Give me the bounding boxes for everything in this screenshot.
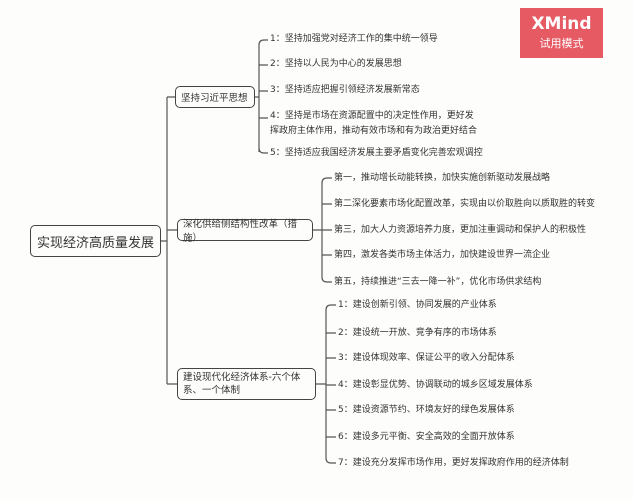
subtopic[interactable]: 第五，持续推进“三去一降一补”，优化市场供求结构 — [334, 277, 542, 287]
xmind-trial-watermark: XMind 试用模式 — [520, 8, 603, 58]
subtopic[interactable]: 7：建设充分发挥市场作用，更好发挥政府作用的经济体制 — [338, 458, 569, 468]
subtopic[interactable]: 第一，推动增长动能转换，加快实施创新驱动发展战略 — [334, 173, 551, 183]
branch-topic-1[interactable]: 坚持习近平思想 — [175, 86, 255, 108]
branch-label-line2: 系、一个体制 — [183, 385, 241, 396]
branch-label: 深化供给侧结构性改革（措施） — [183, 219, 298, 244]
subtopic[interactable]: 1：建设创新引领、协同发展的产业体系 — [338, 300, 497, 310]
subtopic[interactable]: 5：坚持适应我国经济发展主要矛盾变化完善宏观调控 — [270, 148, 483, 158]
subtopic-continued[interactable]: 挥政府主体作用，推动有效市场和有为政治更好结合 — [270, 126, 478, 136]
subtopic[interactable]: 3：建设体现效率、保证公平的收入分配体系 — [338, 353, 515, 363]
branch-topic-3[interactable]: 建设现代化经济体系-六个体系、一个体制 — [177, 368, 316, 400]
root-topic[interactable]: 实现经济高质量发展 — [30, 225, 161, 257]
watermark-mode: 试用模式 — [539, 37, 584, 50]
subtopic[interactable]: 3：坚持适应把握引领经济发展新常态 — [270, 85, 420, 95]
watermark-brand: XMind — [531, 14, 592, 34]
branch-label: 建设现代化经济体系-六个体 — [183, 372, 301, 383]
subtopic[interactable]: 4：坚持是市场在资源配置中的决定性作用，更好发 — [270, 111, 474, 121]
subtopic[interactable]: 2：建设统一开放、竞争有序的市场体系 — [338, 328, 497, 338]
subtopic[interactable]: 第二深化要素市场化配置改革，实现由以价取胜向以质取胜的转变 — [334, 199, 596, 209]
subtopic[interactable]: 2：坚持以人民为中心的发展思想 — [270, 59, 402, 69]
subtopic[interactable]: 5：建设资源节约、环境友好的绿色发展体系 — [338, 405, 515, 415]
subtopic[interactable]: 第四，激发各类市场主体活力，加快建设世界一流企业 — [334, 250, 551, 260]
subtopic[interactable]: 6：建设多元平衡、安全高效的全面开放体系 — [338, 432, 515, 442]
branch-topic-2[interactable]: 深化供给侧结构性改革（措施） — [177, 219, 313, 244]
branch-label: 坚持习近平思想 — [181, 93, 248, 104]
root-topic-label: 实现经济高质量发展 — [36, 235, 154, 251]
subtopic[interactable]: 1：坚持加强党对经济工作的集中统一领导 — [270, 34, 438, 44]
subtopic[interactable]: 第三，加大人力资源培养力度，更加注重调动和保护人的积极性 — [334, 225, 587, 235]
subtopic[interactable]: 4：建设彰显优势、协调联动的城乡区域发展体系 — [338, 380, 533, 390]
